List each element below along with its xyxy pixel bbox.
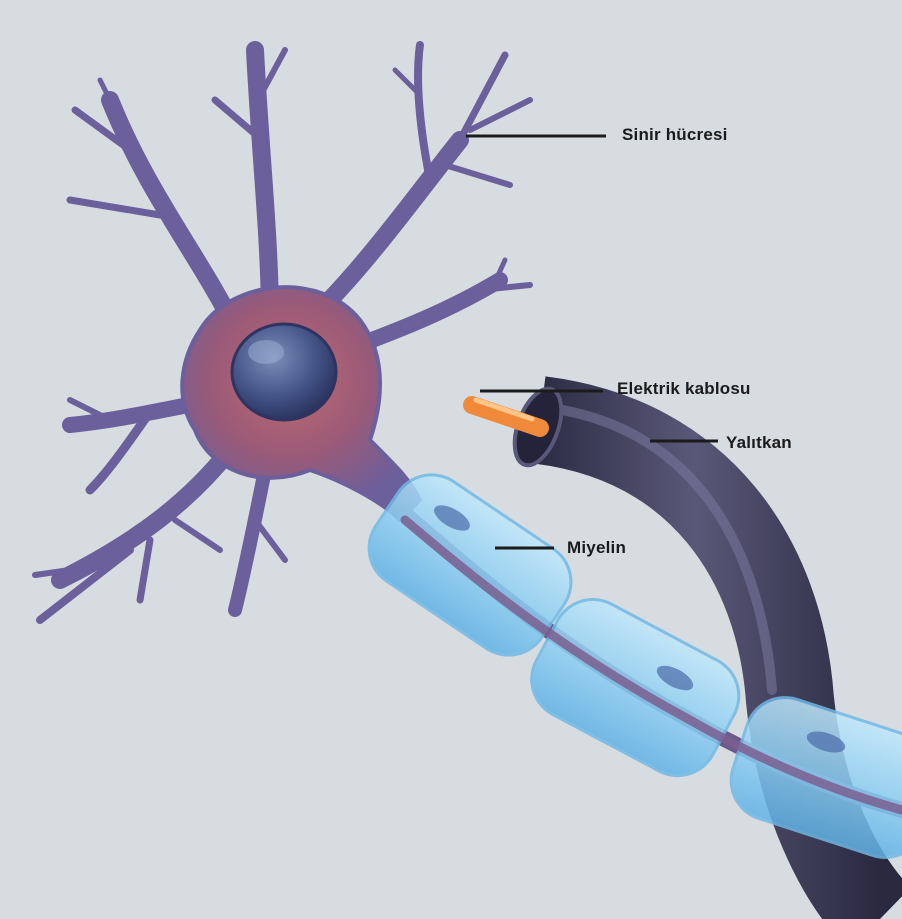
nucleus (232, 324, 336, 420)
label-myelin: Miyelin (567, 538, 626, 558)
nucleus-shine (248, 340, 284, 364)
label-electric-cable: Elektrik kablosu (617, 379, 751, 399)
label-nerve-cell: Sinir hücresi (622, 125, 728, 145)
label-insulator: Yalıtkan (726, 433, 792, 453)
